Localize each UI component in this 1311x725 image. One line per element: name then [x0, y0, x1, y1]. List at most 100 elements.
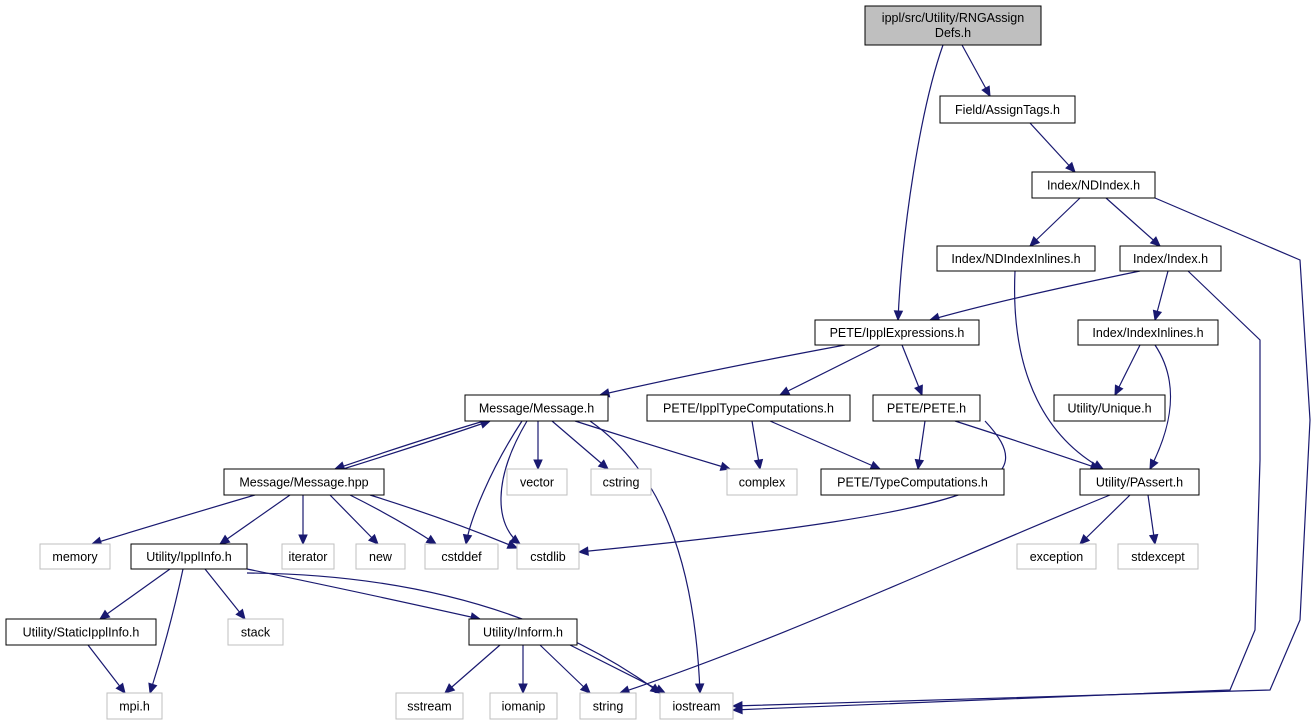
edge-line: [204, 568, 246, 620]
edge-arrowhead: [579, 682, 591, 694]
node-box: [1119, 245, 1222, 272]
edge-ipplinfo-to-mpi: [148, 568, 184, 695]
node-box: [726, 468, 798, 496]
edge-line: [619, 494, 1111, 694]
node-string: string: [579, 692, 637, 720]
node-new: new: [355, 543, 406, 570]
edge-arrowhead: [518, 683, 528, 695]
node-indexinlines[interactable]: Index/IndexInlines.h: [1077, 319, 1219, 346]
edge-inform-to-iomanip: [518, 645, 528, 695]
edge-layer: [87, 44, 1311, 715]
edge-ipplinfo-to-stack: [204, 568, 246, 620]
edge-arrowhead: [462, 533, 473, 546]
node-ndindex[interactable]: Index/NDIndex.h: [1031, 171, 1156, 199]
node-layer: ippl/src/Utility/RNGAssignDefs.hField/As…: [5, 5, 1222, 720]
node-ipplinfo[interactable]: Utility/IpplInfo.h: [130, 543, 248, 570]
node-label: Index/NDIndexInlines.h: [951, 252, 1080, 266]
edge-index-to-iostream: [731, 270, 1261, 715]
node-inform[interactable]: Utility/Inform.h: [468, 618, 578, 646]
edge-indexinlines-to-unique: [1114, 344, 1141, 397]
edge-arrowhead: [1114, 384, 1124, 397]
node-label: Utility/PAssert.h: [1096, 476, 1183, 490]
node-label: cstddef: [441, 550, 482, 564]
edge-arrowhead: [115, 682, 126, 694]
edge-line: [1029, 197, 1081, 247]
node-label: ippl/src/Utility/RNGAssign: [882, 11, 1024, 25]
node-iomanip: iomanip: [489, 692, 558, 720]
node-index[interactable]: Index/Index.h: [1119, 245, 1222, 272]
node-typecomp[interactable]: PETE/TypeComputations.h: [820, 468, 1005, 496]
node-ippltypecomp[interactable]: PETE/IpplTypeComputations.h: [646, 394, 851, 422]
edge-ndindex-to-ndindexinlines: [1029, 197, 1081, 247]
edge-ippltypecomp-to-complex: [751, 420, 764, 471]
edge-ndindexinlines-to-passert: [1013, 270, 1105, 470]
node-cstdlib: cstdlib: [516, 543, 580, 570]
node-label: PETE/IpplExpressions.h: [830, 326, 965, 340]
node-message[interactable]: Message/Message.h: [464, 394, 609, 422]
edge-line: [91, 494, 256, 545]
edge-message-to-cstring: [551, 420, 609, 470]
node-ipplexpr[interactable]: PETE/IpplExpressions.h: [814, 319, 980, 346]
node-passert[interactable]: Utility/PAssert.h: [1079, 468, 1200, 496]
node-box: [506, 468, 568, 496]
edge-line: [334, 420, 485, 470]
node-label-line2: Defs.h: [935, 26, 971, 40]
edge-arrowhead: [235, 608, 246, 620]
node-iostream: iostream: [659, 692, 734, 720]
node-box: [39, 543, 111, 570]
node-box: [820, 468, 1005, 496]
edge-arrowhead: [1149, 236, 1161, 247]
edge-inform-to-sstream: [444, 644, 501, 694]
node-cstring: cstring: [590, 468, 652, 496]
edge-message-to-messagehpp: [333, 420, 485, 471]
node-box: [1031, 171, 1156, 199]
node-label: vector: [520, 476, 554, 490]
edge-line: [779, 344, 881, 396]
edge-line: [929, 270, 1141, 321]
node-box: [355, 543, 406, 570]
node-label: stack: [241, 626, 271, 640]
node-unique[interactable]: Utility/Unique.h: [1053, 394, 1166, 422]
edge-arrowhead: [731, 704, 743, 715]
node-box: [939, 95, 1076, 124]
edge-line: [246, 568, 481, 620]
node-label: stdexcept: [1131, 550, 1185, 564]
edge-arrowhead: [1149, 458, 1159, 471]
edge-line: [569, 644, 666, 694]
node-assigntags[interactable]: Field/AssignTags.h: [939, 95, 1076, 124]
node-messagehpp[interactable]: Message/Message.hpp: [223, 468, 385, 496]
edge-arrowhead: [577, 546, 589, 556]
edge-arrowhead: [778, 386, 791, 396]
edge-arrowhead: [218, 534, 231, 545]
edge-arrowhead: [533, 459, 543, 471]
edge-arrowhead: [914, 384, 923, 397]
node-box: [1079, 468, 1200, 496]
node-pete[interactable]: PETE/PETE.h: [872, 394, 981, 422]
edge-pete-to-passert: [954, 420, 1102, 471]
edge-line: [87, 644, 126, 694]
edge-message-to-vector: [533, 421, 543, 471]
edge-passert-to-exception: [1079, 494, 1131, 545]
node-label: exception: [1030, 550, 1084, 564]
edge-arrowhead: [425, 534, 438, 545]
node-staticipplinfo[interactable]: Utility/StaticIpplInfo.h: [5, 618, 157, 646]
edge-line: [444, 644, 501, 694]
edge-message-to-complex: [574, 420, 732, 471]
edge-ndindex-to-iostream: [731, 197, 1311, 711]
node-ndindexinlines[interactable]: Index/NDIndexInlines.h: [936, 245, 1096, 272]
edge-line: [589, 420, 701, 694]
edge-arrowhead: [914, 458, 925, 471]
node-box: [814, 319, 980, 346]
node-box: [468, 618, 578, 646]
node-label: new: [369, 550, 393, 564]
edge-line: [500, 420, 528, 545]
edge-line: [769, 420, 881, 470]
edge-line: [246, 572, 661, 694]
node-label: mpi.h: [119, 700, 150, 714]
edge-arrowhead: [367, 533, 379, 545]
edge-inform-to-string: [539, 644, 591, 694]
edge-arrowhead: [506, 539, 519, 549]
edge-messagehpp-to-new: [329, 494, 379, 545]
node-label: Field/AssignTags.h: [955, 103, 1060, 117]
